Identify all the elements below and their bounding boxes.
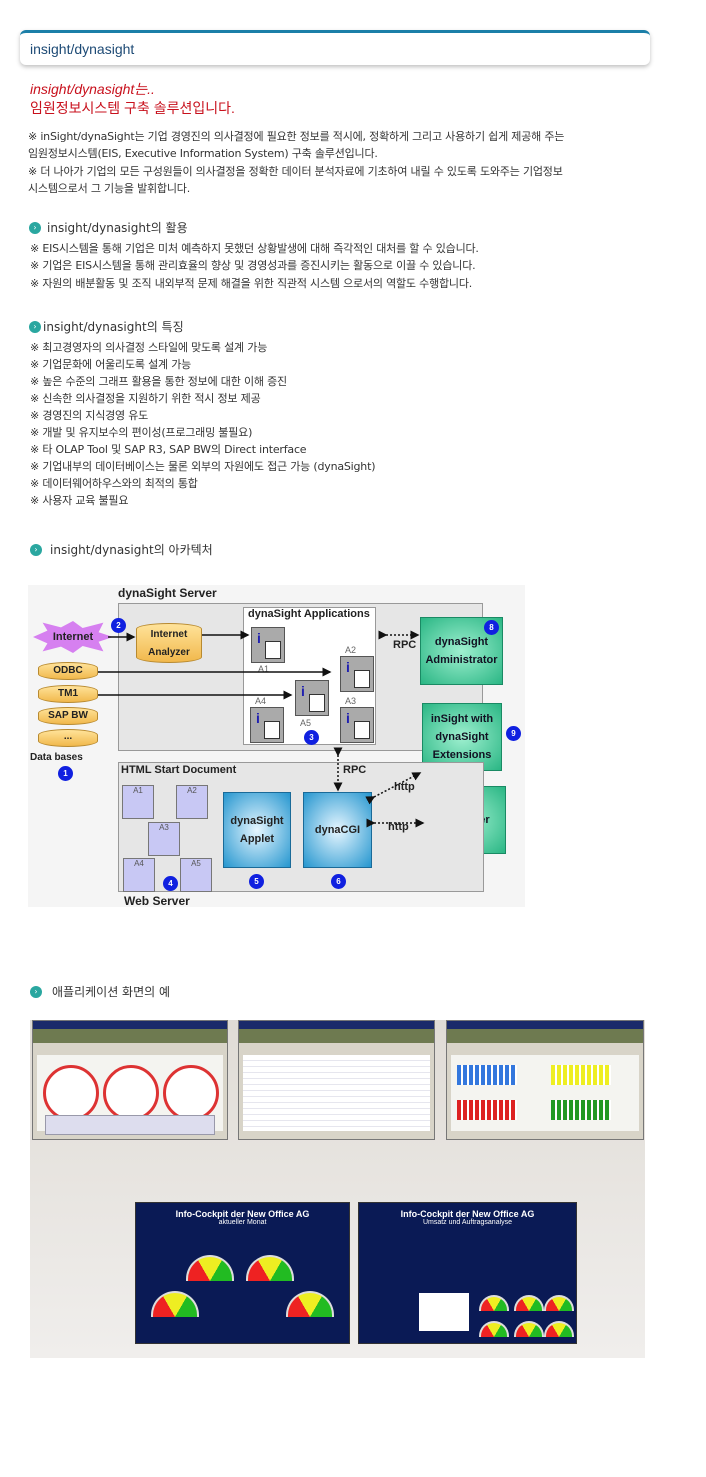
chevron-right-icon: › [29,320,41,333]
intro-line: 시스템으로서 그 기능을 발휘합니다. [28,181,190,195]
page-header: insight/dynasight [20,30,650,65]
badge-3: 3 [304,730,319,745]
analyzer-line2: Analyzer [148,647,190,658]
section-features-header: ›insight/dynasight의 특징 [29,318,184,335]
cockpit-subtitle: aktueller Monat [218,1219,267,1226]
app-doc-a3 [340,707,374,743]
screenshot-charts[interactable] [446,1020,644,1140]
badge-9: 9 [506,726,521,741]
app-doc-a2 [340,656,374,692]
list-item: ※ 기업내부의 데이터베이스는 물론 외부의 자원에도 접근 가능 (dynaS… [30,460,376,473]
applet-line2: Applet [239,833,275,845]
badge-8: 8 [484,620,499,635]
app-doc-a4 [250,707,284,743]
list-item: ※ 기업은 EIS시스템을 통해 관리효율의 향상 및 경영성과를 증진시키는 … [30,259,476,273]
rpc-label: RPC [393,639,417,651]
intro-title: insight/dynasight는.. [30,81,155,97]
architecture-diagram: dynaSight Server dynaSight Applications … [28,585,525,908]
ext-line1: inSight with [430,713,494,725]
chevron-right-icon: › [30,985,42,998]
html-doc-a2: A2 [176,785,208,819]
section-title: insight/dynasight의 특징 [43,320,184,334]
app-doc-a5 [295,680,329,716]
doc-label: A2 [345,645,357,655]
cockpit-title: Info-Cockpit der New Office AG [175,1209,310,1219]
list-item: ※ 높은 수준의 그래프 활용을 통한 정보에 대한 이해 증진 [30,375,287,388]
html-doc-a1: A1 [122,785,154,819]
badge-4: 4 [163,876,178,891]
ext-line3: Extensions [432,749,492,761]
screenshot-table[interactable] [238,1020,435,1140]
intro-subtitle: 임원정보시스템 구축 솔루션입니다. [30,100,235,116]
doc-label: A5 [300,718,312,728]
admin-line2: Administrator [425,654,498,666]
list-item: ※ 경영진의 지식경영 유도 [30,409,149,422]
apps-label: dynaSight Applications [248,608,370,620]
html-doc-a5: A5 [180,858,212,892]
badge-1: 1 [58,766,73,781]
chevron-right-icon: › [30,543,42,556]
doc-label: A3 [345,696,357,706]
list-item: ※ 사용자 교육 불필요 [30,494,129,507]
doc-label: A4 [255,696,267,706]
list-item: ※ 데이터웨어하우스와의 최적의 통합 [30,477,198,490]
diagram-arrows [98,630,425,828]
intro-line: ※ inSight/dynaSight는 기업 경영진의 의사결정에 필요한 정… [28,130,565,143]
list-item: ※ 기업문화에 어울리도록 설계 가능 [30,358,192,371]
screenshot-gauges[interactable] [32,1020,228,1140]
applet-line1: dynaSight [230,815,284,827]
doc-label: A1 [258,664,270,674]
section-title: 애플리케이션 화면의 예 [52,985,171,999]
internet-burst: Internet [33,621,113,653]
section-architecture-header: › insight/dynasight의 아카텍처 [30,541,213,558]
cockpit-subtitle: Umsatz und Auftragsanalyse [422,1219,513,1226]
section-examples-header: › 애플리케이션 화면의 예 [30,983,170,1000]
dynacgi-box: dynaCGI [303,792,372,868]
intro-line: ※ 더 나아가 기업의 모든 구성원들이 의사결정을 정확한 데이터 분석자료에… [28,164,563,178]
list-item: ※ 개발 및 유지보수의 편이성(프로그래밍 불필요) [30,426,253,439]
list-item: ※ 최고경영자의 의사결정 스타일에 맞도록 설계 가능 [30,341,268,354]
page-title: insight/dynasight [30,41,135,57]
app-doc-a1 [251,627,285,663]
section-usage-header: › insight/dynasight의 활용 [29,219,188,236]
badge-2: 2 [111,618,126,633]
web-server-label: Web Server [124,894,190,908]
html-doc-a4: A4 [123,858,155,892]
databases-label: Data bases [30,752,83,763]
db-odbc: ODBC [38,662,98,680]
list-item: ※ 자원의 배분활동 및 조직 내외부적 문제 해결을 위한 직관적 시스템 으… [30,276,473,290]
server-label: dynaSight Server [118,586,217,600]
intro-text: ※ inSight/dynaSight는 기업 경영진의 의사결정에 필요한 정… [28,128,564,197]
usage-list: ※ EIS시스템을 통해 기업은 미처 예측하지 못했던 상황발생에 대해 즉각… [30,240,479,292]
chevron-right-icon: › [29,221,41,234]
section-title: insight/dynasight의 아카텍처 [50,543,213,557]
rpc-label-2: RPC [343,764,367,776]
admin-line1: dynaSight [434,636,489,648]
list-item: ※ EIS시스템을 통해 기업은 미처 예측하지 못했던 상황발생에 대해 즉각… [30,242,479,255]
section-title: insight/dynasight의 활용 [47,221,188,235]
intro-line: 임원정보시스템(EIS, Executive Information Syste… [28,147,378,161]
db-more: ... [38,729,98,747]
list-item: ※ 신속한 의사결정을 지원하기 위한 적시 정보 제공 [30,392,261,405]
db-sapbw: SAP BW [38,707,98,725]
html-start-label: HTML Start Document [121,764,237,776]
list-item: ※ 타 OLAP Tool 및 SAP R3, SAP BW의 Direct i… [30,443,307,456]
analyzer-line1: Internet [150,629,188,640]
cockpit-title: Info-Cockpit der New Office AG [400,1209,535,1219]
ext-line2: dynaSight [435,731,489,743]
db-tm1: TM1 [38,685,98,703]
html-doc-a3: A3 [148,822,180,856]
features-list: ※ 최고경영자의 의사결정 스타일에 맞도록 설계 가능 ※ 기업문화에 어울리… [30,339,375,509]
badge-5: 5 [249,874,264,889]
badge-6: 6 [331,874,346,889]
